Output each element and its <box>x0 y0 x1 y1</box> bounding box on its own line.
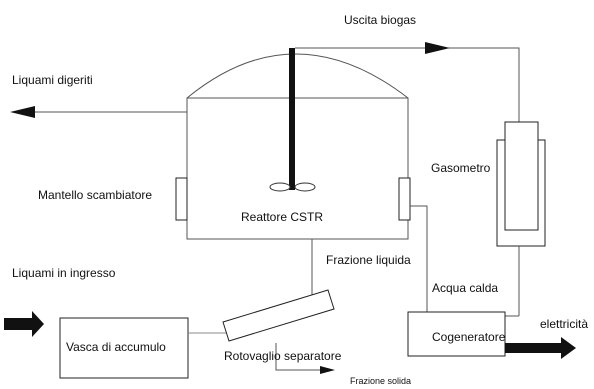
cogenerator-box <box>407 311 506 357</box>
rotary-screen <box>222 289 335 342</box>
biogas-arrow <box>425 42 450 54</box>
stirrer-blade-right <box>294 182 316 192</box>
label-vasca: Vasca di accumulo <box>66 340 166 354</box>
solid-fraction-arrow <box>320 366 335 374</box>
label-frazione-solida: Frazione solida <box>350 376 411 386</box>
solid-fraction-line <box>275 343 322 371</box>
label-frazione-liquida: Frazione liquida <box>326 253 411 267</box>
stirrer-shaft <box>289 48 295 190</box>
gasometer-inner <box>504 121 539 231</box>
biogas-line <box>408 47 520 122</box>
label-uscita-biogas: Uscita biogas <box>344 13 416 27</box>
label-gasometro: Gasometro <box>431 161 491 175</box>
hot-water-line <box>410 205 428 312</box>
label-mantello: Mantello scambiatore <box>38 188 152 202</box>
electricity-arrow-shaft <box>505 343 563 353</box>
input-arrow-head <box>32 311 44 337</box>
jacket-left <box>175 177 188 221</box>
storage-tank <box>59 317 189 379</box>
reactor-dome <box>186 53 409 99</box>
label-acqua-calda: Acqua calda <box>432 281 498 295</box>
jacket-right <box>398 177 411 221</box>
reactor-body <box>186 97 409 240</box>
label-cogeneratore: Cogeneratore <box>432 330 506 344</box>
stirrer-blade-left <box>269 182 291 192</box>
label-reattore: Reattore CSTR <box>241 210 323 224</box>
label-elettricita: elettricità <box>540 317 588 331</box>
label-liquami-digeriti: Liquami digeriti <box>12 73 93 87</box>
label-liquami-ingresso: Liquami in ingresso <box>12 266 116 280</box>
input-arrow-shaft <box>4 318 34 330</box>
label-rotovaglio: Rotovaglio separatore <box>224 349 342 363</box>
digested-arrow <box>10 106 35 118</box>
electricity-arrow-head <box>561 337 576 359</box>
